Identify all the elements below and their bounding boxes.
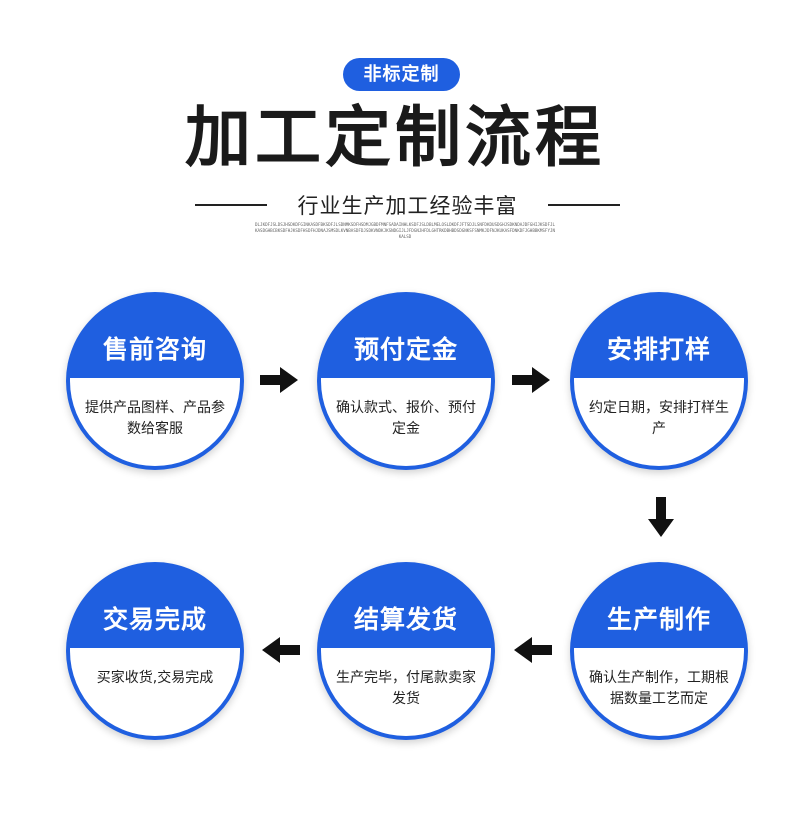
step-desc: 买家收货,交易完成 — [96, 670, 214, 686]
subtitle-row: 行业生产加工经验丰富 — [195, 190, 620, 220]
arrow-down-icon — [648, 497, 674, 537]
step-desc: 生产完毕，付尾款卖家发货 — [336, 670, 476, 707]
step-title: 售前咨询 — [102, 335, 207, 364]
step-desc: 约定日期，安排打样生产 — [589, 400, 729, 437]
subtitle: 行业生产加工经验丰富 — [297, 194, 518, 218]
arrow-left-icon — [262, 637, 300, 663]
step-title: 预付定金 — [353, 335, 458, 364]
badge-custom: 非标定制 — [343, 58, 460, 91]
step-title: 安排打样 — [606, 335, 711, 364]
step-circle-3: 安排打样 约定日期，安排打样生产 — [570, 292, 748, 470]
step-title: 生产制作 — [606, 605, 711, 634]
step-desc: 确认生产制作，工期根据数量工艺而定 — [589, 670, 729, 707]
step-circle-1: 售前咨询 提供产品图样、产品参数给客服 — [66, 292, 244, 470]
step-desc-area: 约定日期，安排打样生产 — [574, 378, 744, 466]
step-desc: 确认款式、报价、预付定金 — [336, 400, 476, 437]
step-circle-5: 结算发货 生产完毕，付尾款卖家发货 — [317, 562, 495, 740]
step-title: 结算发货 — [353, 605, 458, 634]
arrow-right-icon — [260, 367, 298, 393]
step-desc-area: 确认款式、报价、预付定金 — [321, 378, 491, 466]
step-circle-4: 生产制作 确认生产制作，工期根据数量工艺而定 — [570, 562, 748, 740]
fine-print: DLJKDFJSLDSJHSDKDFGINKASDFBKSDFJLSDNMKSD… — [255, 222, 555, 239]
arrow-left-icon — [514, 637, 552, 663]
step-title: 交易完成 — [102, 605, 207, 634]
divider-left — [195, 204, 267, 206]
step-desc-area: 买家收货,交易完成 — [70, 648, 240, 736]
step-circle-2: 预付定金 确认款式、报价、预付定金 — [317, 292, 495, 470]
divider-right — [548, 204, 620, 206]
step-desc-area: 生产完毕，付尾款卖家发货 — [321, 648, 491, 736]
step-desc-area: 提供产品图样、产品参数给客服 — [70, 378, 240, 466]
step-desc: 提供产品图样、产品参数给客服 — [85, 400, 225, 437]
page-title: 加工定制流程 — [185, 99, 605, 176]
step-desc-area: 确认生产制作，工期根据数量工艺而定 — [574, 648, 744, 736]
step-circle-6: 交易完成 买家收货,交易完成 — [66, 562, 244, 740]
arrow-right-icon — [512, 367, 550, 393]
